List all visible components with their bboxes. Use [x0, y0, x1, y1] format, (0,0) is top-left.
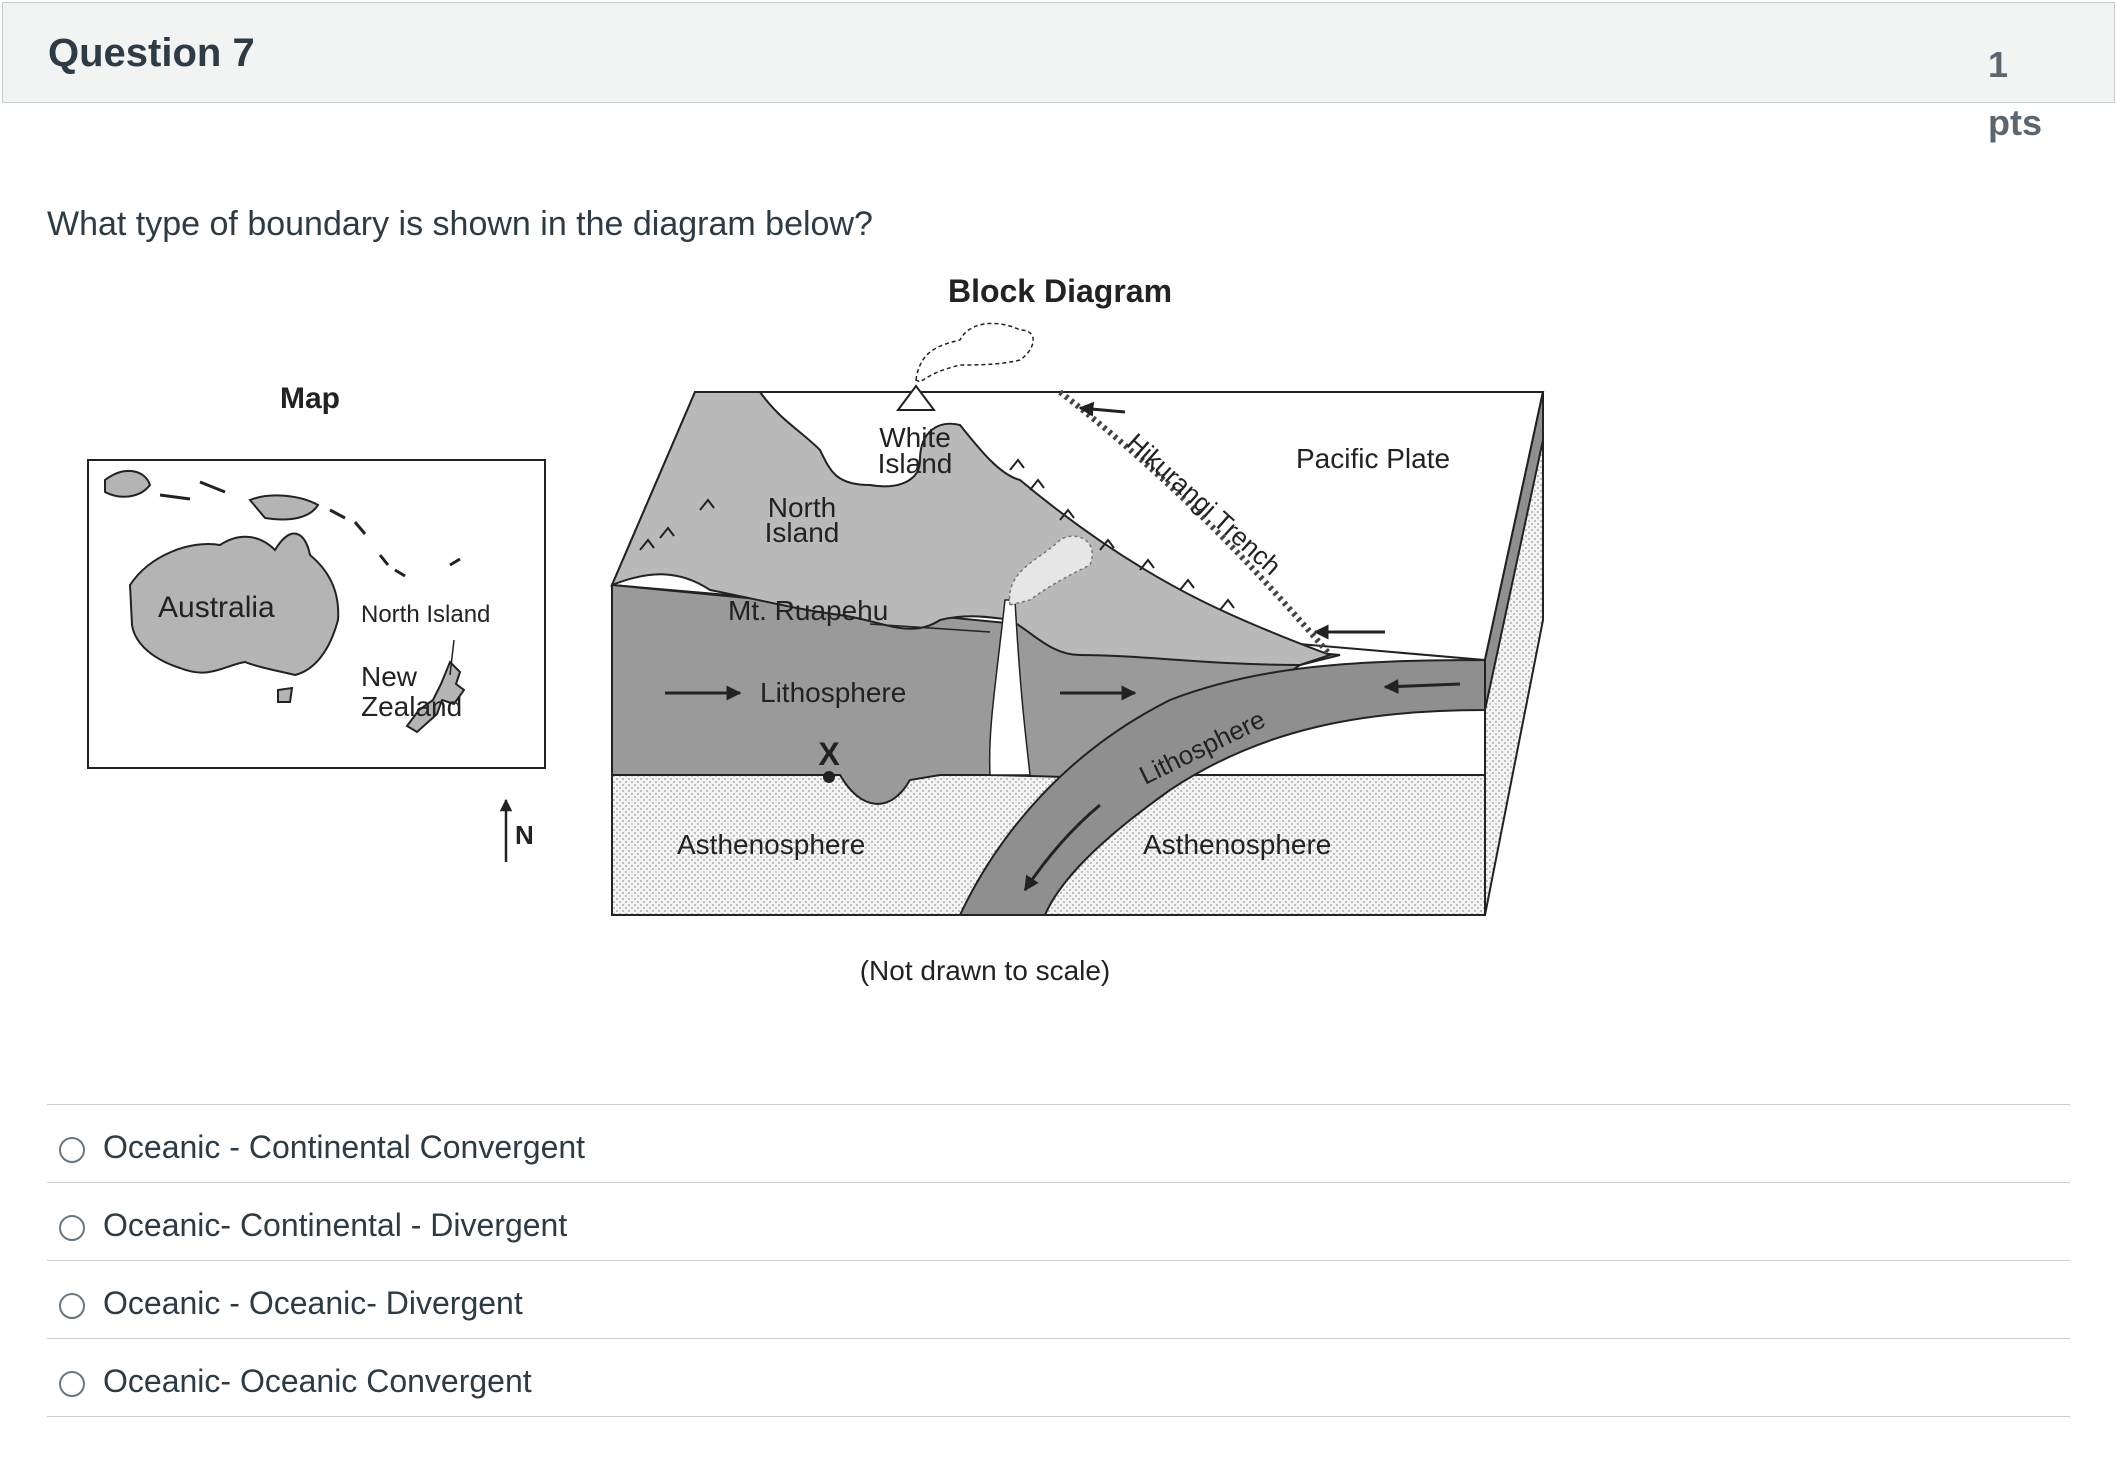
- arrow-icon: [1023, 803, 1101, 892]
- answer-label[interactable]: Oceanic- Continental - Divergent: [103, 1207, 568, 1243]
- label-pacific-plate: Pacific Plate: [1296, 443, 1450, 474]
- map-label-zealand: Zealand: [361, 691, 462, 722]
- answer-label[interactable]: Oceanic - Continental Convergent: [103, 1129, 586, 1165]
- region-map: Australia North Island New Zealand N: [87, 459, 546, 862]
- answer-option[interactable]: Oceanic- Continental - Divergent: [47, 1183, 2070, 1261]
- question-header: Question 7 1 pts: [2, 2, 2115, 143]
- label-white-island-2: Island: [878, 448, 953, 479]
- label-asthenosphere-right: Asthenosphere: [1143, 829, 1331, 860]
- volcano-icon: [896, 384, 936, 411]
- answer-option[interactable]: Oceanic - Oceanic- Divergent: [47, 1261, 2070, 1339]
- map-label-australia: Australia: [158, 591, 275, 624]
- australia-shape: [128, 532, 340, 677]
- question-text: What type of boundary is shown in the di…: [47, 205, 873, 243]
- trench-line: [1058, 389, 1333, 657]
- label-x-marker: X: [818, 736, 840, 772]
- arrow-icon: [1383, 678, 1461, 694]
- map-label-north: N: [515, 820, 534, 850]
- label-mt-ruapehu: Mt. Ruapehu: [728, 595, 888, 626]
- answer-list: Oceanic - Continental Convergent Oceanic…: [47, 1104, 2070, 1417]
- label-north-island-1: North: [768, 492, 836, 523]
- question-points: 1 pts: [1988, 44, 2042, 143]
- map-label-north-island: North Island: [361, 601, 490, 628]
- label-asthenosphere-left: Asthenosphere: [677, 829, 865, 860]
- answer-label[interactable]: Oceanic- Oceanic Convergent: [103, 1363, 532, 1399]
- answer-option[interactable]: Oceanic- Oceanic Convergent: [47, 1339, 2070, 1417]
- answer-option[interactable]: Oceanic - Continental Convergent: [47, 1105, 2070, 1183]
- label-lithosphere-left: Lithosphere: [760, 677, 906, 708]
- new-zealand-shape: [405, 660, 466, 734]
- block-diagram: White Island North Island Mt. Ruapehu Li…: [610, 322, 1545, 986]
- map-label-new: New: [361, 661, 418, 692]
- block-diagram-title: Block Diagram: [948, 273, 1172, 309]
- arrow-icon: [1078, 401, 1126, 417]
- map-title: Map: [280, 382, 340, 415]
- boundary-diagram: Block Diagram Map Australia North Island…: [87, 273, 1545, 986]
- answer-label[interactable]: Oceanic - Oceanic- Divergent: [103, 1285, 523, 1321]
- question-title: Question 7: [48, 31, 255, 75]
- answer-radio[interactable]: [59, 1215, 85, 1241]
- answer-radio[interactable]: [59, 1293, 85, 1319]
- label-white-island-1: White: [879, 422, 951, 453]
- answer-radio[interactable]: [59, 1371, 85, 1397]
- label-north-island-2: Island: [765, 517, 840, 548]
- diagram-caption: (Not drawn to scale): [860, 955, 1111, 986]
- answer-radio[interactable]: [59, 1137, 85, 1163]
